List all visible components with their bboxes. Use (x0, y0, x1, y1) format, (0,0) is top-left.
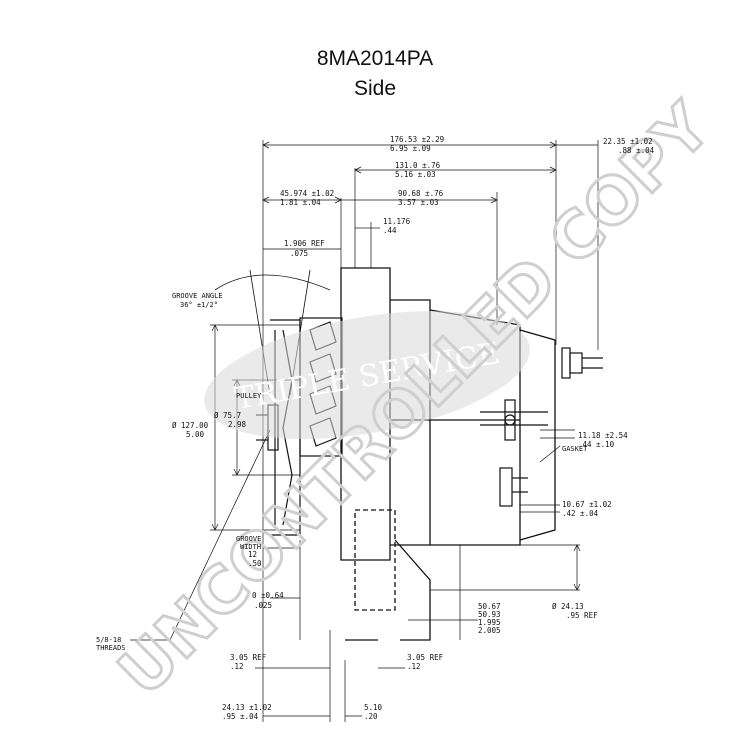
dim-131-mm: 131.0 ±.76 (395, 161, 441, 170)
dim-75-in: 2.98 (228, 420, 247, 429)
gasket-label: GASKET (562, 445, 588, 453)
dim-1906-in: .075 (290, 249, 308, 258)
dim-131-in: 5.16 ±.03 (395, 170, 436, 179)
dim-510-in: .20 (364, 712, 378, 721)
groove-angle-label: GROOVE ANGLE (172, 292, 223, 300)
dim-50-b: 50.93 (478, 610, 501, 619)
dim-50-c: 1.995 (478, 618, 501, 627)
watermark: TRIPLE SERVICE UNCONTROLLED COPY (104, 88, 728, 712)
dim-12-mm: 12 (248, 550, 257, 559)
dim-24b-mm: 24.13 ±1.02 (222, 703, 272, 712)
dim-11a-in: .44 (383, 226, 397, 235)
groove-angle-value: 36° ±1/2° (180, 301, 218, 309)
dim-22-mm: 22.35 ±1.02 (603, 137, 653, 146)
dim-90-mm: 90.68 ±.76 (398, 189, 444, 198)
view-name: Side (353, 77, 397, 100)
dim-1906-mm: 1.906 REF (284, 239, 325, 248)
dimension-values: 176.53 ±2.29 6.95 ±.09 22.35 ±1.02 .88 ±… (172, 135, 655, 721)
dim-50-d: 2.005 (478, 626, 501, 635)
dim-510-mm: 5.10 (364, 703, 383, 712)
dim-90-in: 3.57 ±.03 (398, 198, 439, 207)
model-number: 8MA2014PA (316, 47, 434, 70)
dim-75-mm: Ø 75.7 (214, 411, 241, 420)
dim-305a-mm: 3.05 REF (230, 653, 267, 662)
title-block: 8MA2014PA Side (0, 44, 750, 104)
dim-305a-in: .12 (230, 662, 244, 671)
dim-10-in: .42 ±.04 (562, 509, 599, 518)
dim-50-a: 50.67 (478, 602, 501, 611)
part-labels: GROOVE ANGLE 36° ±1/2° PULLEY GASKET GRO… (96, 292, 588, 652)
dim-305b-mm: 3.05 REF (407, 653, 444, 662)
pulley-label: PULLEY (236, 392, 262, 400)
dim-12-in: .50 (248, 559, 262, 568)
regulator-terminal (480, 399, 548, 441)
threads-label-2: THREADS (96, 644, 126, 652)
dim-10-mm: 10.67 ±1.02 (562, 500, 612, 509)
dimension-lines (130, 140, 599, 722)
groove-width-label-2: WIDTH (240, 543, 261, 551)
dim-24b-in: .95 ±.04 (222, 712, 259, 721)
dim-64-mm: 0 ±0.64 (252, 591, 284, 600)
dim-11b-mm: 11.18 ±2.54 (578, 431, 628, 440)
dim-305b-in: .12 (407, 662, 421, 671)
watermark-stamp: UNCONTROLLED COPY (105, 90, 726, 711)
groove-width-label-1: GROOVE (236, 535, 261, 543)
dim-127-mm: Ø 127.00 (172, 421, 209, 430)
dim-24a-mm: Ø 24.13 (552, 602, 584, 611)
ground-terminal (499, 467, 528, 507)
dim-22-in: .88 ±.04 (618, 146, 655, 155)
alternator-housing (340, 267, 556, 641)
dim-24a-in: .95 REF (566, 611, 598, 620)
output-terminal (561, 347, 603, 379)
dim-11a-mm: 11.176 (383, 217, 411, 226)
dim-176-in: 6.95 ±.09 (390, 144, 431, 153)
dim-64-in: .025 (254, 601, 272, 610)
dim-11b-in: .44 ±.10 (578, 440, 615, 449)
dim-45-mm: 45.974 ±1.02 (280, 189, 334, 198)
dim-127-in: 5.00 (186, 430, 205, 439)
threads-label-1: 5/8-18 (96, 636, 121, 644)
dim-176-mm: 176.53 ±2.29 (390, 135, 444, 144)
dim-45-in: 1.81 ±.04 (280, 198, 321, 207)
